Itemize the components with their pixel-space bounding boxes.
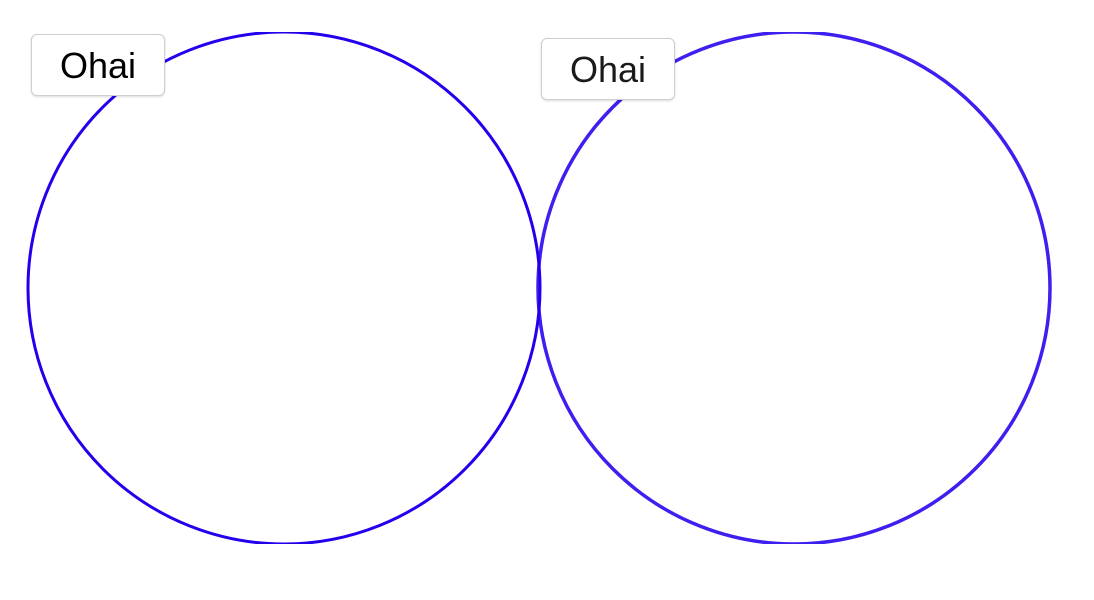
circle-outline [536,32,1052,544]
demo-panel-right: Ohai [536,32,1056,544]
ohai-button[interactable]: Ohai [541,38,676,100]
ohai-button[interactable]: Ohai [31,34,166,96]
circle-outline [26,32,542,544]
demo-panel-left: Ohai [26,32,546,544]
